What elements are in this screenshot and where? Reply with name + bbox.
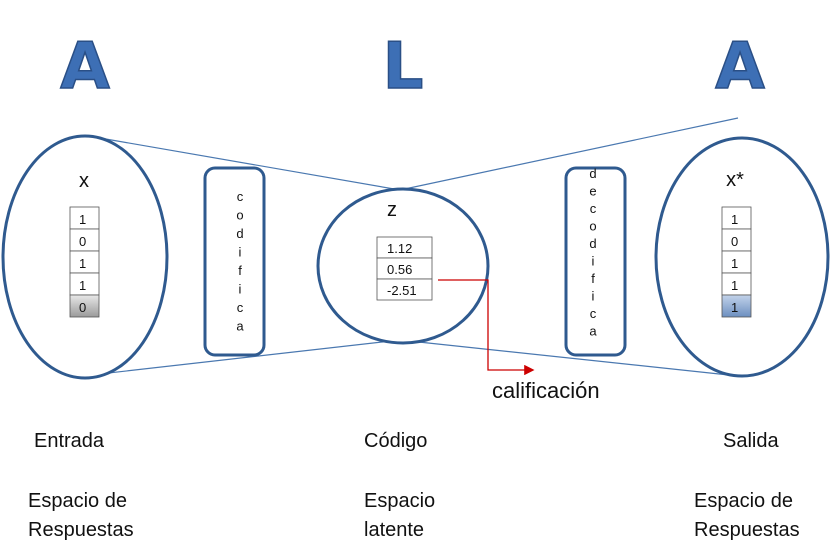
output-variable-label: x* xyxy=(726,169,744,191)
decoder-label-letter: c xyxy=(590,306,597,321)
latent-vector-cell xyxy=(376,278,433,301)
caption-left-title: Entrada xyxy=(34,430,105,452)
heading-letter-right: A xyxy=(715,30,765,104)
caption-right-line2: Respuestas xyxy=(694,519,800,541)
latent-vector-cell-value: 1.12 xyxy=(387,241,412,256)
caption-left-line2: Respuestas xyxy=(28,519,134,541)
latent-vector-cell-value: 0.56 xyxy=(387,262,412,277)
decoder-label-letter: d xyxy=(589,166,596,181)
heading-letter-center: L xyxy=(383,30,424,104)
encoder-label-letter: c xyxy=(237,300,244,315)
encoder-label-letter: c xyxy=(237,189,244,204)
funnel-lines xyxy=(81,117,739,377)
caption-right-line1: Espacio de xyxy=(694,490,793,512)
caption-left-line1: Espacio de xyxy=(28,490,127,512)
encoder-label-letter: i xyxy=(239,282,242,297)
calificacion-arrow xyxy=(438,279,535,376)
caption-right-title: Salida xyxy=(723,430,779,452)
encoder-box xyxy=(203,166,266,357)
heading-letter-left: A xyxy=(60,30,110,104)
output-vector-cell-value: 1 xyxy=(731,300,738,315)
decoder-label-letter: d xyxy=(589,236,596,251)
decoder-label-letter: a xyxy=(589,324,597,339)
caption-center-line2: latente xyxy=(364,519,425,541)
input-vector-cell-value: 0 xyxy=(79,234,86,249)
decoder-label-letter: f xyxy=(591,271,595,286)
encoder-label-letter: f xyxy=(238,263,242,278)
output-vector-cell-value: 1 xyxy=(731,212,738,227)
decoder-label-letter: i xyxy=(592,289,595,304)
input-vector-cell-value: 1 xyxy=(79,256,86,271)
encoder-label-letter: a xyxy=(236,319,244,334)
encoder-label-letter: o xyxy=(236,208,243,223)
encoder-label-letter: i xyxy=(239,245,242,260)
input-vector-cell-value: 1 xyxy=(79,278,86,293)
input-vector-cell-value: 1 xyxy=(79,212,86,227)
input-vector-cell xyxy=(69,294,100,318)
output-vector: 1 0 1 1 1 xyxy=(721,206,752,318)
calificacion-label: calificación xyxy=(492,378,600,403)
decoder-label-letter: o xyxy=(589,219,596,234)
latent-vector: 1.12 0.56 -2.51 xyxy=(376,236,433,301)
decoder-box xyxy=(564,166,627,357)
output-vector-cell xyxy=(721,294,752,318)
decoder-label-letter: i xyxy=(592,254,595,269)
decoder-label-letter: c xyxy=(590,201,597,216)
latent-vector-cell-value: -2.51 xyxy=(387,283,417,298)
encoder-label-letter: d xyxy=(236,226,243,241)
input-vector: 1 0 1 1 0 xyxy=(69,206,100,318)
output-vector-cell-value: 1 xyxy=(731,256,738,271)
output-vector-cell-value: 1 xyxy=(731,278,738,293)
caption-center-title: Código xyxy=(364,430,428,452)
input-variable-label: x xyxy=(79,170,89,192)
latent-variable-label: z xyxy=(387,199,397,221)
input-vector-cell-value: 0 xyxy=(79,300,86,315)
decoder-label-letter: e xyxy=(589,184,596,199)
caption-center-line1: Espacio xyxy=(364,490,436,512)
output-vector-cell-value: 0 xyxy=(731,234,738,249)
